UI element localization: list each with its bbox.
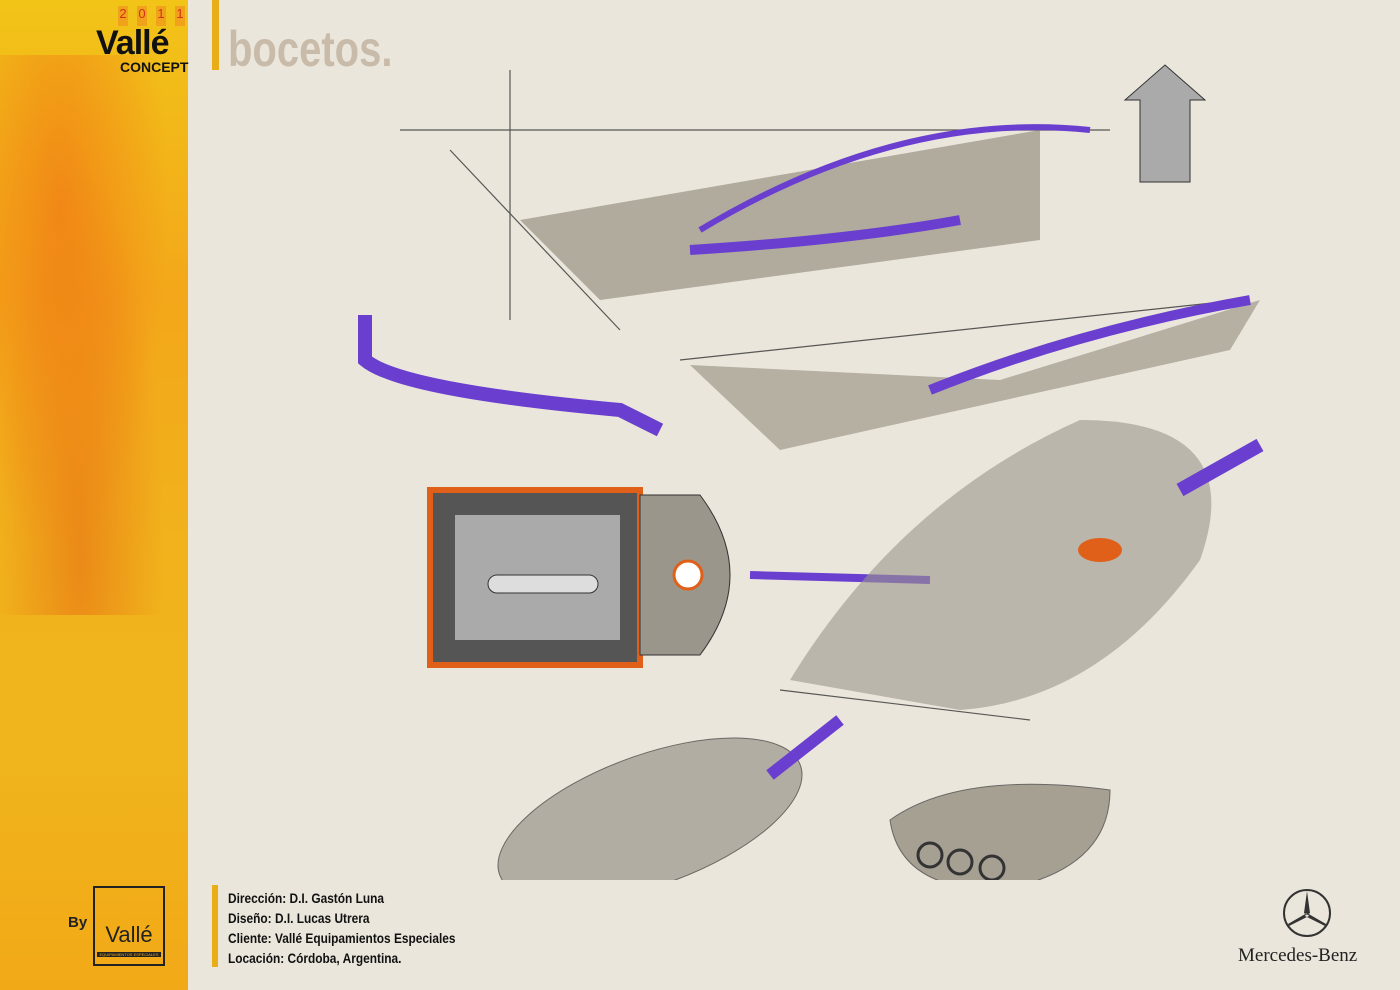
year-digit: 0 [137,6,147,26]
year-digit: 2 [118,6,128,26]
title-accent-bar [212,0,219,70]
credit-line: Cliente: Vallé Equipamientos Especiales [228,930,456,946]
ambulance-photo [0,55,188,615]
mercedes-star-icon [1283,889,1331,937]
year-digit: 1 [156,6,166,26]
console-sketch [790,420,1212,710]
sketches [358,64,1264,880]
client-brand: Mercedes-Benz [1238,945,1358,966]
side-panel [0,0,188,990]
valle-logo: Vallé EQUIPAMIENTOS ESPECIALES [93,886,165,966]
logo-subtext: EQUIPAMIENTOS ESPECIALES [97,952,161,957]
credits: Dirección: D.I. Gastón Luna Diseño: D.I.… [228,888,456,968]
logo-text: Vallé [105,922,153,947]
credit-line: Diseño: D.I. Lucas Utrera [228,910,370,926]
page-title: bocetos. [228,21,393,77]
oval-sketch [497,737,803,880]
arrow-up-icon [1123,64,1207,183]
brand-subtitle: CONCEPT [120,59,189,75]
oval-sketch-2 [889,783,1111,880]
credits-accent-bar [212,885,218,967]
handle-sketch-2 [358,315,664,437]
handle-sketch-1 [520,130,1040,300]
brand-name: Vallé [96,24,170,62]
credit-line: Dirección: D.I. Gastón Luna [228,890,385,906]
year-badge: 2 0 1 1 [118,6,185,26]
by-label: By [68,914,88,931]
year-digit: 1 [175,6,185,26]
credit-line: Locación: Córdoba, Argentina. [228,950,402,966]
